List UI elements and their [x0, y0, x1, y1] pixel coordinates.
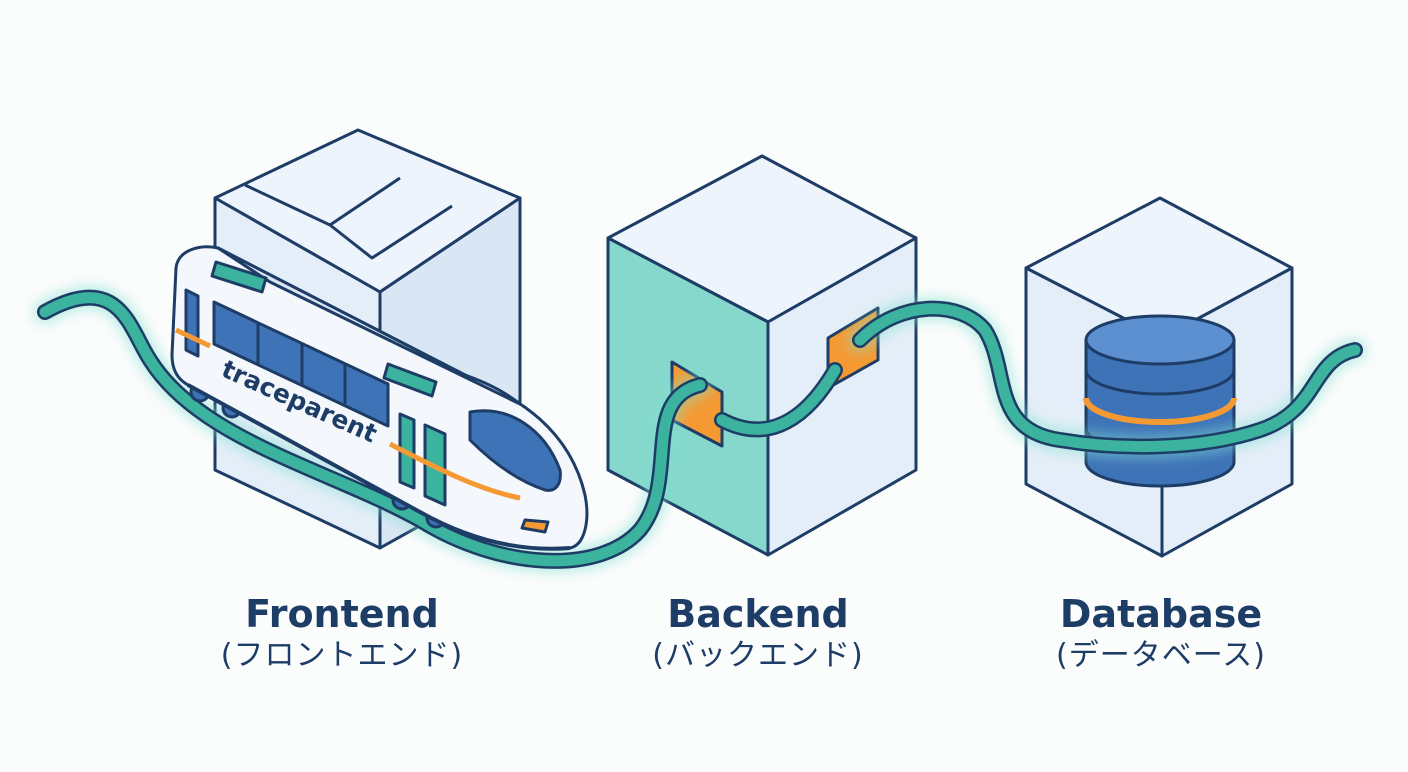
database-name: Database: [1059, 592, 1263, 636]
database-label: Database (データベース): [1056, 592, 1266, 676]
backend-name-ja: (バックエンド): [652, 638, 864, 673]
database-name-ja: (データベース): [1056, 638, 1266, 673]
trace-train: [170, 245, 589, 551]
frontend-label: Frontend (フロントエンド): [221, 592, 463, 676]
frontend-name: Frontend: [245, 592, 439, 636]
database-cylinder-icon: [1083, 314, 1237, 488]
frontend-name-ja: (フロントエンド): [220, 638, 464, 673]
backend-label: Backend (バックエンド): [652, 592, 863, 676]
trace-pipe: [33, 285, 1367, 573]
backend-name: Backend: [667, 592, 849, 636]
